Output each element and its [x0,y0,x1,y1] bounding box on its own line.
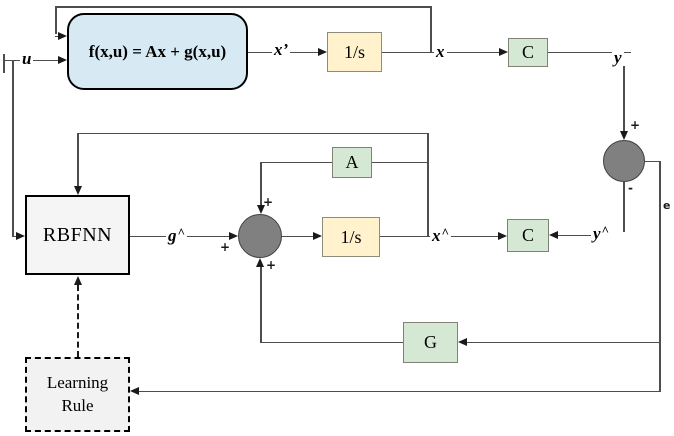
plus-sign-sum1-top: + [630,118,641,132]
arrow-into-integrator1 [318,48,327,56]
arrow-xhat-into-c2 [498,232,507,240]
arrow-a-into-sum2 [256,205,265,214]
wire-e-vertical [659,161,661,392]
signal-x-hat: x^ [430,225,452,245]
wire-g-up-to-sum2 [260,266,262,342]
signal-u: u [20,49,34,68]
arrow-into-rbfnn-top [73,186,82,195]
wire-u-start-stub [3,54,5,73]
arrow-feedback-into-plant [58,32,67,40]
wire-g-to-corner [260,341,403,343]
output-gain2-label: C [521,225,534,245]
wire-xhat-feedback-horizontal [77,132,428,134]
arrow-u-into-plant [58,56,67,64]
observer-gain-block: G [403,322,458,363]
wire-c1-to-corner [548,51,631,53]
rbfnn-label: RBFNN [42,223,113,246]
output-gain1-label: C [521,42,534,62]
arrow-u-into-rbfnn [16,232,25,240]
wire-sum1-to-yhat [623,182,625,232]
arrow-y-into-sum1 [620,131,628,140]
observer-gain-label: G [424,332,437,352]
wire-xhat-feedback-vertical [427,133,429,236]
plus-sign-sum2-top: + [263,195,274,209]
integrator1-label: 1/s [343,41,365,62]
arrow-into-learning-rule [130,387,139,395]
wire-feedback-down-to-rbfnn [77,133,79,187]
output-gain1-block: C [508,38,548,67]
plant-label: f(x,u) = Ax + g(x,u) [88,41,227,61]
system-matrix-block: A [332,147,372,178]
plant-block: f(x,u) = Ax + g(x,u) [67,13,248,90]
plus-sign-sum2-bottom: + [266,258,277,272]
arrow-into-g [458,338,467,346]
integrator2-block: 1/s [322,217,380,257]
signal-x-dot: x’ [272,40,291,59]
wire-top-feedback-right-vertical [430,6,432,52]
wire-u-branch-vertical [12,60,14,236]
output-gain2-block: C [507,219,549,252]
wire-e-to-g [467,341,659,343]
wire-e-to-learning-rule [138,390,659,392]
arrow-yhat-into-c2 [549,231,558,239]
arrow-into-integrator2 [313,232,322,240]
signal-e: e [663,199,671,212]
wire-a-input [372,161,427,163]
plus-sign-sum2-left: + [220,240,231,254]
integrator1-block: 1/s [327,32,382,72]
summation-junction-observer [238,214,282,258]
wire-top-feedback-left-vertical [55,6,57,34]
minus-sign-sum1-bottom: - [628,181,633,195]
learning-rule-label-line2: Rule [61,395,94,415]
system-matrix-label: A [345,152,359,172]
arrow-into-c1 [499,48,508,56]
signal-g-hat: g^ [166,225,188,245]
wire-yhat-to-c2 [558,234,598,236]
learning-rule-block: Learning Rule [25,357,130,432]
signal-y-hat: y^ [591,223,612,243]
signal-y: y [612,48,624,67]
learning-rule-label-line1: Learning [46,372,109,392]
wire-top-feedback-elbow [55,35,59,37]
signal-x: x [434,42,447,61]
wire-a-output [260,161,332,163]
arrow-ghat-into-sum2 [229,232,238,240]
wire-top-feedback-horizontal [55,6,431,8]
wire-sum1-to-e-line [645,160,659,162]
wire-a-down-to-sum2 [260,162,262,206]
arrow-g-into-sum2 [256,258,264,267]
summation-junction-output-error [603,140,645,182]
wire-learning-rule-to-rbfnn-dashed [77,285,79,357]
wire-u-branch-to-rbfnn [12,235,17,237]
wire-sum2-to-integrator2 [282,235,314,237]
arrow-into-rbfnn-bottom [74,276,82,285]
rbfnn-block: RBFNN [25,195,130,275]
wire-y-down [623,66,625,132]
integrator2-label: 1/s [340,226,362,247]
